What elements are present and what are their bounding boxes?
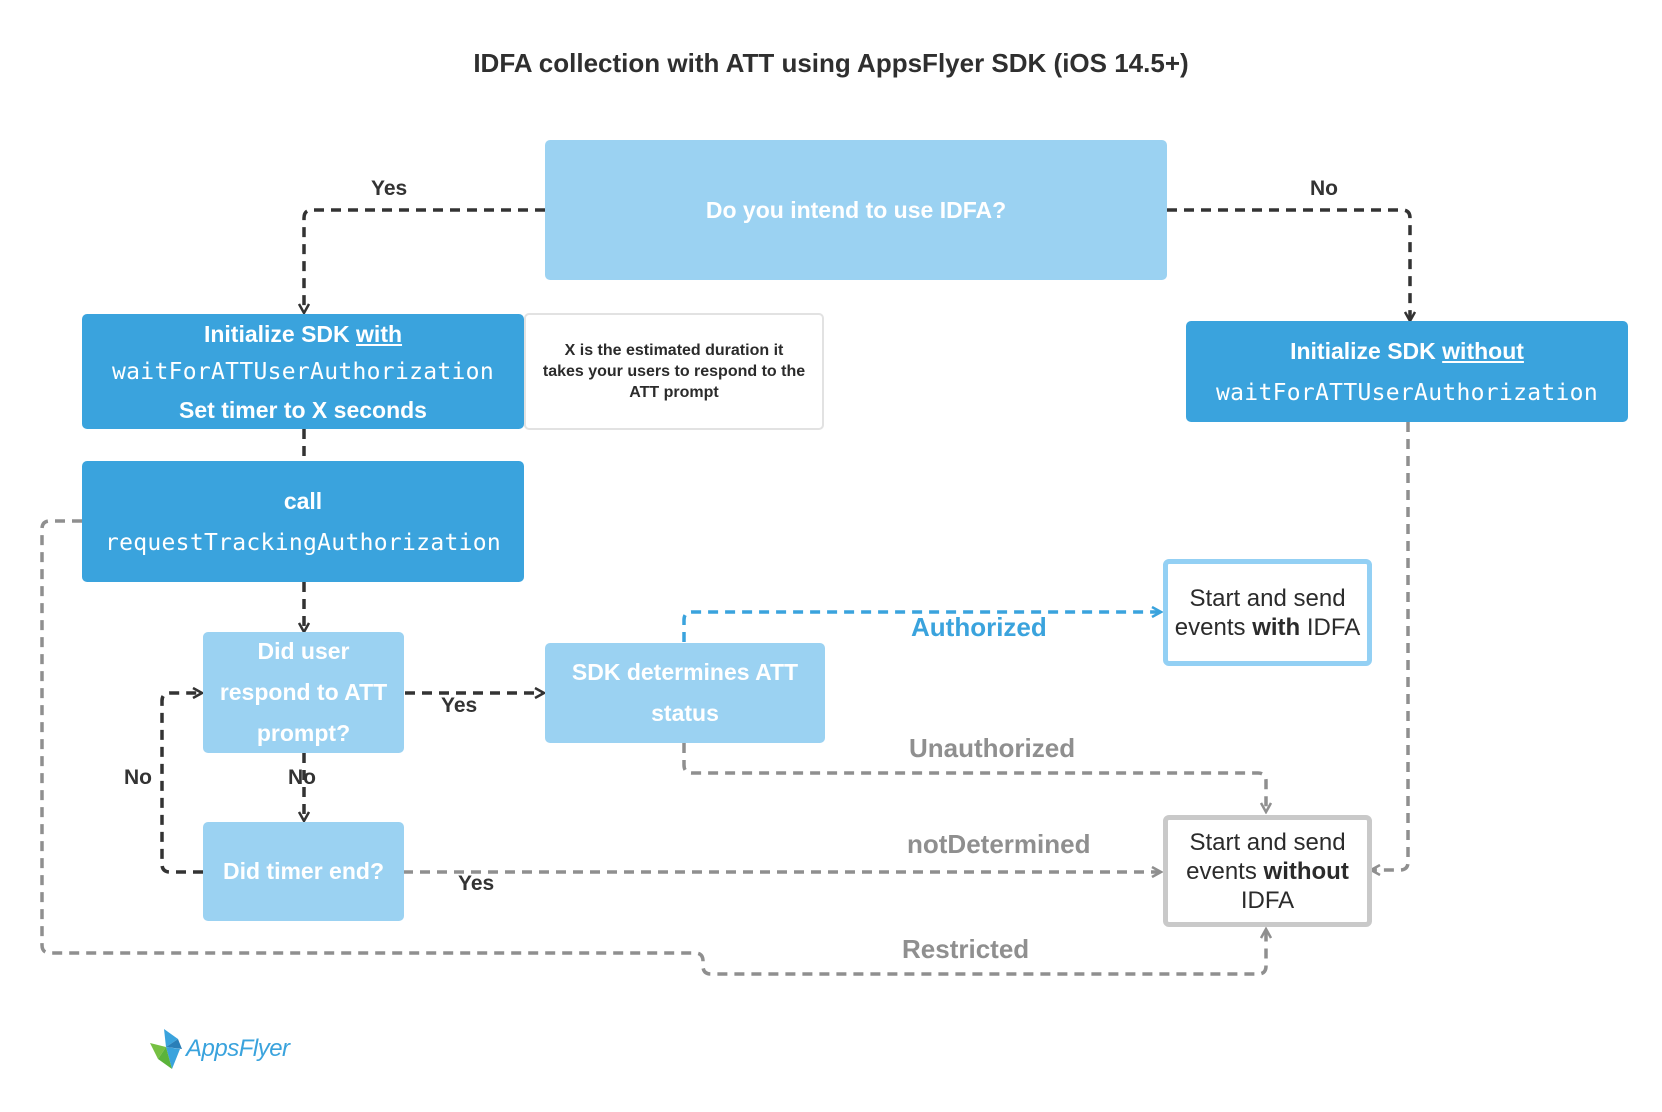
edge-authorized [682, 612, 1160, 642]
label-no-top: No [1310, 177, 1338, 200]
label-not-determined: notDetermined [907, 829, 1091, 859]
edge-no-to-init-without [1167, 208, 1410, 320]
label-no-loop: No [124, 766, 152, 789]
node-sdk-status: SDK determines ATT status [545, 643, 825, 743]
node-did-respond-text: Did user respond to ATT prompt? [219, 638, 388, 746]
label-authorized: Authorized [911, 612, 1047, 642]
node-question-idfa-text: Do you intend to use IDFA? [705, 196, 1007, 223]
appsflyer-logo: AppsFlyer [148, 1025, 308, 1073]
label-yes-top: Yes [371, 177, 408, 200]
node-end-with-idfa: Start and send events with IDFA [1163, 559, 1372, 666]
label-restricted: Restricted [902, 934, 1030, 964]
edge-without-to-end [1372, 422, 1410, 870]
node-did-timer: Did timer end? [203, 822, 404, 921]
node-did-timer-text: Did timer end? [222, 858, 384, 884]
node-init-without-line1: Initialize SDK without [1290, 337, 1524, 364]
label-yes-respond: Yes [441, 694, 478, 717]
node-sdk-status-text: SDK determines ATT status [571, 659, 799, 726]
edge-unauthorized [682, 743, 1266, 811]
appsflyer-logo-icon [150, 1029, 182, 1069]
node-init-with-timer: Set timer to X seconds [179, 396, 427, 423]
label-no-respond: No [288, 766, 316, 789]
diagram-title: IDFA collection with ATT using AppsFlyer… [473, 48, 1189, 78]
node-end-without-text: Start and send events without IDFA [1186, 828, 1349, 914]
emph-with: with [356, 320, 403, 347]
label-unauthorized: Unauthorized [909, 733, 1076, 763]
node-call: call requestTrackingAuthorization [82, 461, 524, 582]
node-end-with-text: Start and send events with IDFA [1174, 584, 1361, 641]
node-note: X is the estimated duration it takes you… [524, 313, 824, 430]
node-init-with-code: waitForATTUserAuthorization [112, 358, 494, 385]
node-call-line1: call [283, 487, 323, 514]
emph-without: without [1442, 337, 1524, 364]
edge-restricted [40, 519, 1266, 976]
node-init-with: Initialize SDK with waitForATTUserAuthor… [82, 314, 524, 429]
node-init-without-code: waitForATTUserAuthorization [1216, 379, 1598, 406]
node-init-with-line1: Initialize SDK with [203, 320, 403, 347]
node-did-respond: Did user respond to ATT prompt? [203, 632, 404, 753]
node-note-text: X is the estimated duration it takes you… [542, 342, 806, 401]
label-yes-timer: Yes [458, 872, 495, 895]
edge-timer-no-loop [160, 693, 203, 874]
node-end-without-idfa: Start and send events without IDFA [1163, 815, 1372, 927]
appsflyer-logo-text: AppsFlyer [186, 1035, 290, 1062]
node-init-without: Initialize SDK without waitForATTUserAut… [1186, 321, 1628, 422]
node-question-idfa: Do you intend to use IDFA? [545, 140, 1167, 280]
edge-yes-to-init-with [304, 208, 545, 312]
node-call-code: requestTrackingAuthorization [104, 529, 502, 556]
